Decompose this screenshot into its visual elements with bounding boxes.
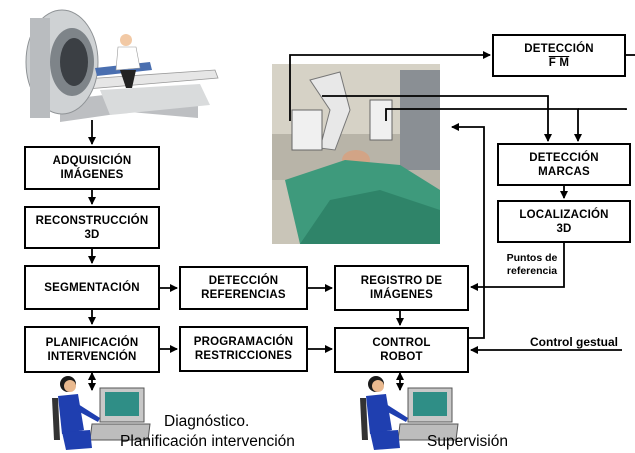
box-planificacion-line2: INTERVENCIÓN xyxy=(47,350,137,363)
operator-computer-icon-left xyxy=(52,376,151,450)
box-programacion-restricciones: PROGRAMACIÓN RESTRICCIONES xyxy=(179,326,308,372)
box-control-robot-line1: CONTROL xyxy=(372,337,431,349)
box-planificacion-line1: PLANIFICACIÓN xyxy=(45,336,139,349)
box-deteccion-referencias-line2: REFERENCIAS xyxy=(201,289,286,301)
box-adquisicion-imagenes: ADQUISICIÓN IMÁGENES xyxy=(24,146,160,190)
box-planificacion-intervencion: PLANIFICACIÓN INTERVENCIÓN xyxy=(24,326,160,373)
box-programacion-line2: RESTRICCIONES xyxy=(194,350,293,362)
box-registro-line2: IMÁGENES xyxy=(370,289,433,301)
box-adquisicion-line2: IMÁGENES xyxy=(60,169,124,181)
box-deteccion-referencias: DETECCIÓN REFERENCIAS xyxy=(179,266,308,310)
box-programacion-line1: PROGRAMACIÓN xyxy=(193,336,294,348)
box-segmentacion-line1: SEGMENTACIÓN xyxy=(44,281,140,294)
operator-computer-icon-right xyxy=(360,376,459,450)
box-registro-imagenes: REGISTRO DE IMÁGENES xyxy=(334,265,469,311)
label-puntos-line1: Puntos de xyxy=(506,252,558,264)
box-deteccion-marcas-line1: DETECCIÓN xyxy=(529,151,599,164)
box-reconstruccion-line2: 3D xyxy=(84,228,100,241)
box-localizacion-3d: LOCALIZACIÓN 3D xyxy=(497,200,631,243)
label-planificacion-intervencion: Planificación intervención xyxy=(120,433,295,450)
line-photo-top-to-fm xyxy=(289,51,491,121)
box-control-robot-line2: ROBOT xyxy=(380,351,423,363)
label-control-gestual: Control gestual xyxy=(530,335,619,349)
label-puntos-referencia: Puntos de referencia xyxy=(497,252,567,278)
box-reconstruccion-3d: RECONSTRUCCIÓN 3D xyxy=(24,206,160,249)
line-right-return xyxy=(578,108,627,110)
connectors xyxy=(88,51,635,391)
box-registro-line1: REGISTRO DE xyxy=(360,275,443,287)
arrow-control-to-robot xyxy=(451,123,485,339)
box-localizacion-line2: 3D xyxy=(556,222,572,235)
surgical-robot-photo xyxy=(272,64,440,244)
box-deteccion-referencias-line1: DETECCIÓN xyxy=(208,275,279,287)
box-deteccion-fm-line2: F M xyxy=(548,56,570,69)
box-deteccion-fm-line1: DETECCIÓN xyxy=(524,42,594,55)
line-photo-to-marcas-b xyxy=(385,108,582,142)
arrow-localizacion-to-registro xyxy=(470,243,565,291)
box-reconstruccion-line1: RECONSTRUCCIÓN xyxy=(35,214,149,227)
mri-scanner-image xyxy=(18,8,219,122)
box-control-robot: CONTROL ROBOT xyxy=(334,327,469,373)
box-deteccion-marcas-line2: MARCAS xyxy=(538,165,590,178)
box-segmentacion: SEGMENTACIÓN xyxy=(24,265,160,310)
label-supervision: Supervisión xyxy=(427,433,508,450)
line-photo-to-marcas-a xyxy=(322,95,552,142)
label-diagnostico: Diagnóstico. xyxy=(164,413,250,430)
box-localizacion-line1: LOCALIZACIÓN xyxy=(519,208,609,221)
box-deteccion-fm: DETECCIÓN F M xyxy=(492,34,626,77)
label-puntos-line2: referencia xyxy=(506,265,558,277)
box-adquisicion-line1: ADQUISICIÓN xyxy=(52,155,132,167)
box-deteccion-marcas: DETECCIÓN MARCAS xyxy=(497,143,631,186)
